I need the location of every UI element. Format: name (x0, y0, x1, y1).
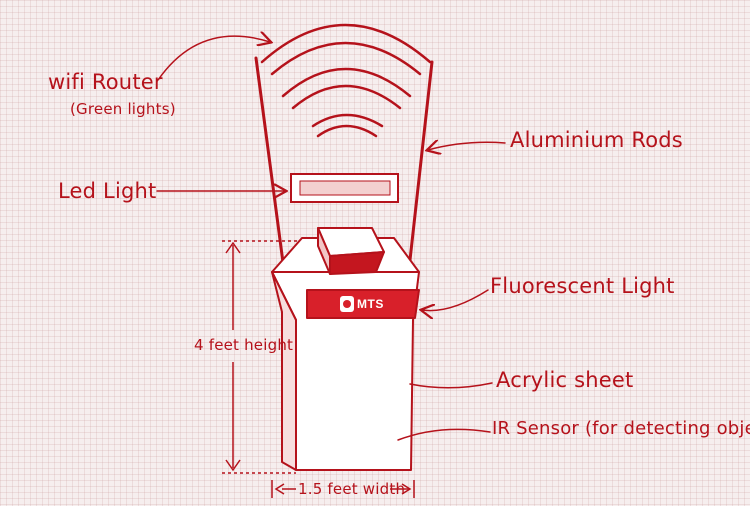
wifi-router-leader (157, 36, 270, 81)
height-dimension-label: 4 feet height (194, 336, 294, 354)
wifi-signal-icon (260, 23, 432, 138)
wifi-router-note-label: (Green lights) (70, 100, 176, 118)
aluminium-rods-leader (428, 142, 506, 150)
mts-logo-icon (340, 296, 354, 312)
height-dimension (222, 240, 300, 474)
acrylic-sheet-label: Acrylic sheet (496, 368, 634, 392)
width-dimension-label: 1.5 feet width (298, 480, 406, 498)
wifi-router-label: wifi Router (48, 70, 163, 94)
fluorescent-light-label: Fluorescent Light (490, 274, 675, 298)
fluorescent-light-leader (422, 289, 489, 311)
kiosk-body (271, 227, 420, 471)
aluminium-rods-label: Aluminium Rods (510, 128, 683, 152)
led-light-bar (290, 173, 399, 203)
led-light-label: Led Light (58, 179, 157, 203)
ir-sensor-label: IR Sensor (for detecting object) (492, 418, 750, 439)
acrylic-sheet-leader (409, 382, 493, 389)
width-dimension (271, 480, 415, 498)
ir-sensor-leader (397, 428, 491, 441)
brand-label: MTS (357, 297, 384, 311)
